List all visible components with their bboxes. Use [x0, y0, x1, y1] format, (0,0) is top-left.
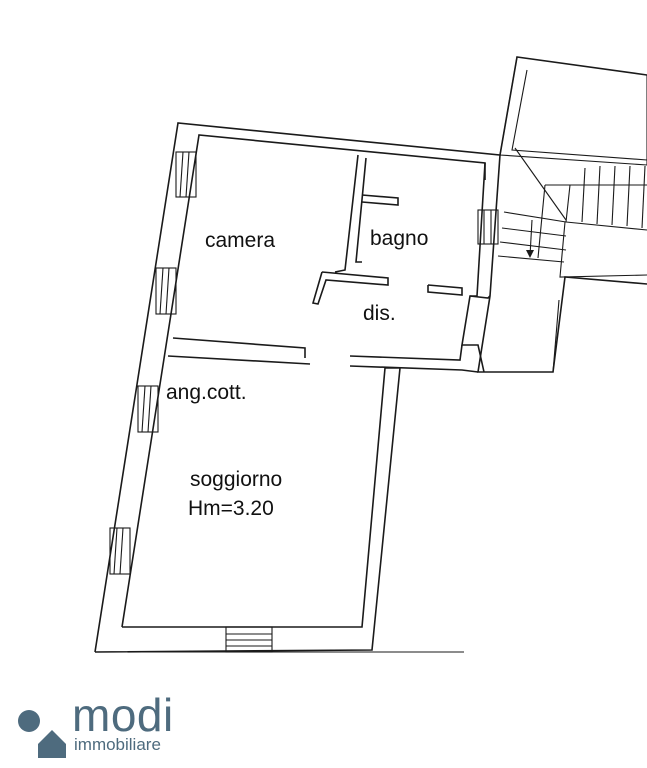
- inner-partition-upper: [172, 337, 306, 358]
- logo-dot: [18, 710, 40, 732]
- bagno-east-wall-inner: [469, 295, 491, 299]
- inner-partition-corridor-lower: [349, 365, 479, 373]
- room-label-soggiorno: soggiorno: [190, 468, 283, 491]
- stair-steps: [497, 147, 647, 263]
- logo-mark-icon: [6, 700, 66, 758]
- living-east-wall: [94, 367, 401, 653]
- floor-plan: [94, 56, 647, 653]
- window-bagno: [477, 209, 499, 245]
- inner-partition-corridor: [349, 344, 463, 361]
- camera-bagno-wall: [334, 154, 359, 273]
- room-height: Hm=3.20: [188, 497, 274, 520]
- stair-lower-line: [559, 221, 647, 278]
- stair-upper-enclosure: [499, 56, 647, 166]
- brand-subtitle: immobiliare: [74, 735, 161, 754]
- brand-name: modi: [72, 689, 174, 741]
- camera-bagno-wall-inner: [355, 157, 367, 263]
- landing-edge: [552, 299, 560, 373]
- bagno-door-stub: [361, 194, 399, 206]
- room-label-bagno: bagno: [370, 227, 429, 250]
- brand-logo: modi immobiliare: [6, 692, 266, 760]
- dis-stub-right: [427, 284, 463, 296]
- stair-outer: [477, 154, 647, 373]
- window-living: [109, 527, 131, 575]
- room-label-angolo-cottura: ang.cott.: [166, 381, 247, 404]
- room-label-camera: camera: [205, 229, 276, 252]
- bagno-east-wall: [461, 162, 486, 373]
- window-camera-upper: [175, 151, 197, 198]
- dis-stub-left: [311, 271, 389, 305]
- stair-upper-enclosure-inner: [511, 69, 647, 161]
- entrance-steps: [225, 626, 273, 653]
- outer-wall-outer-line: [94, 56, 647, 653]
- window-camera-lower: [155, 267, 177, 315]
- room-label-dis: dis.: [363, 302, 396, 325]
- logo-house-icon: [38, 730, 66, 758]
- inner-partition-lower-left: [167, 355, 311, 365]
- stair-arrow: [526, 250, 534, 258]
- window-kitchen: [137, 385, 159, 433]
